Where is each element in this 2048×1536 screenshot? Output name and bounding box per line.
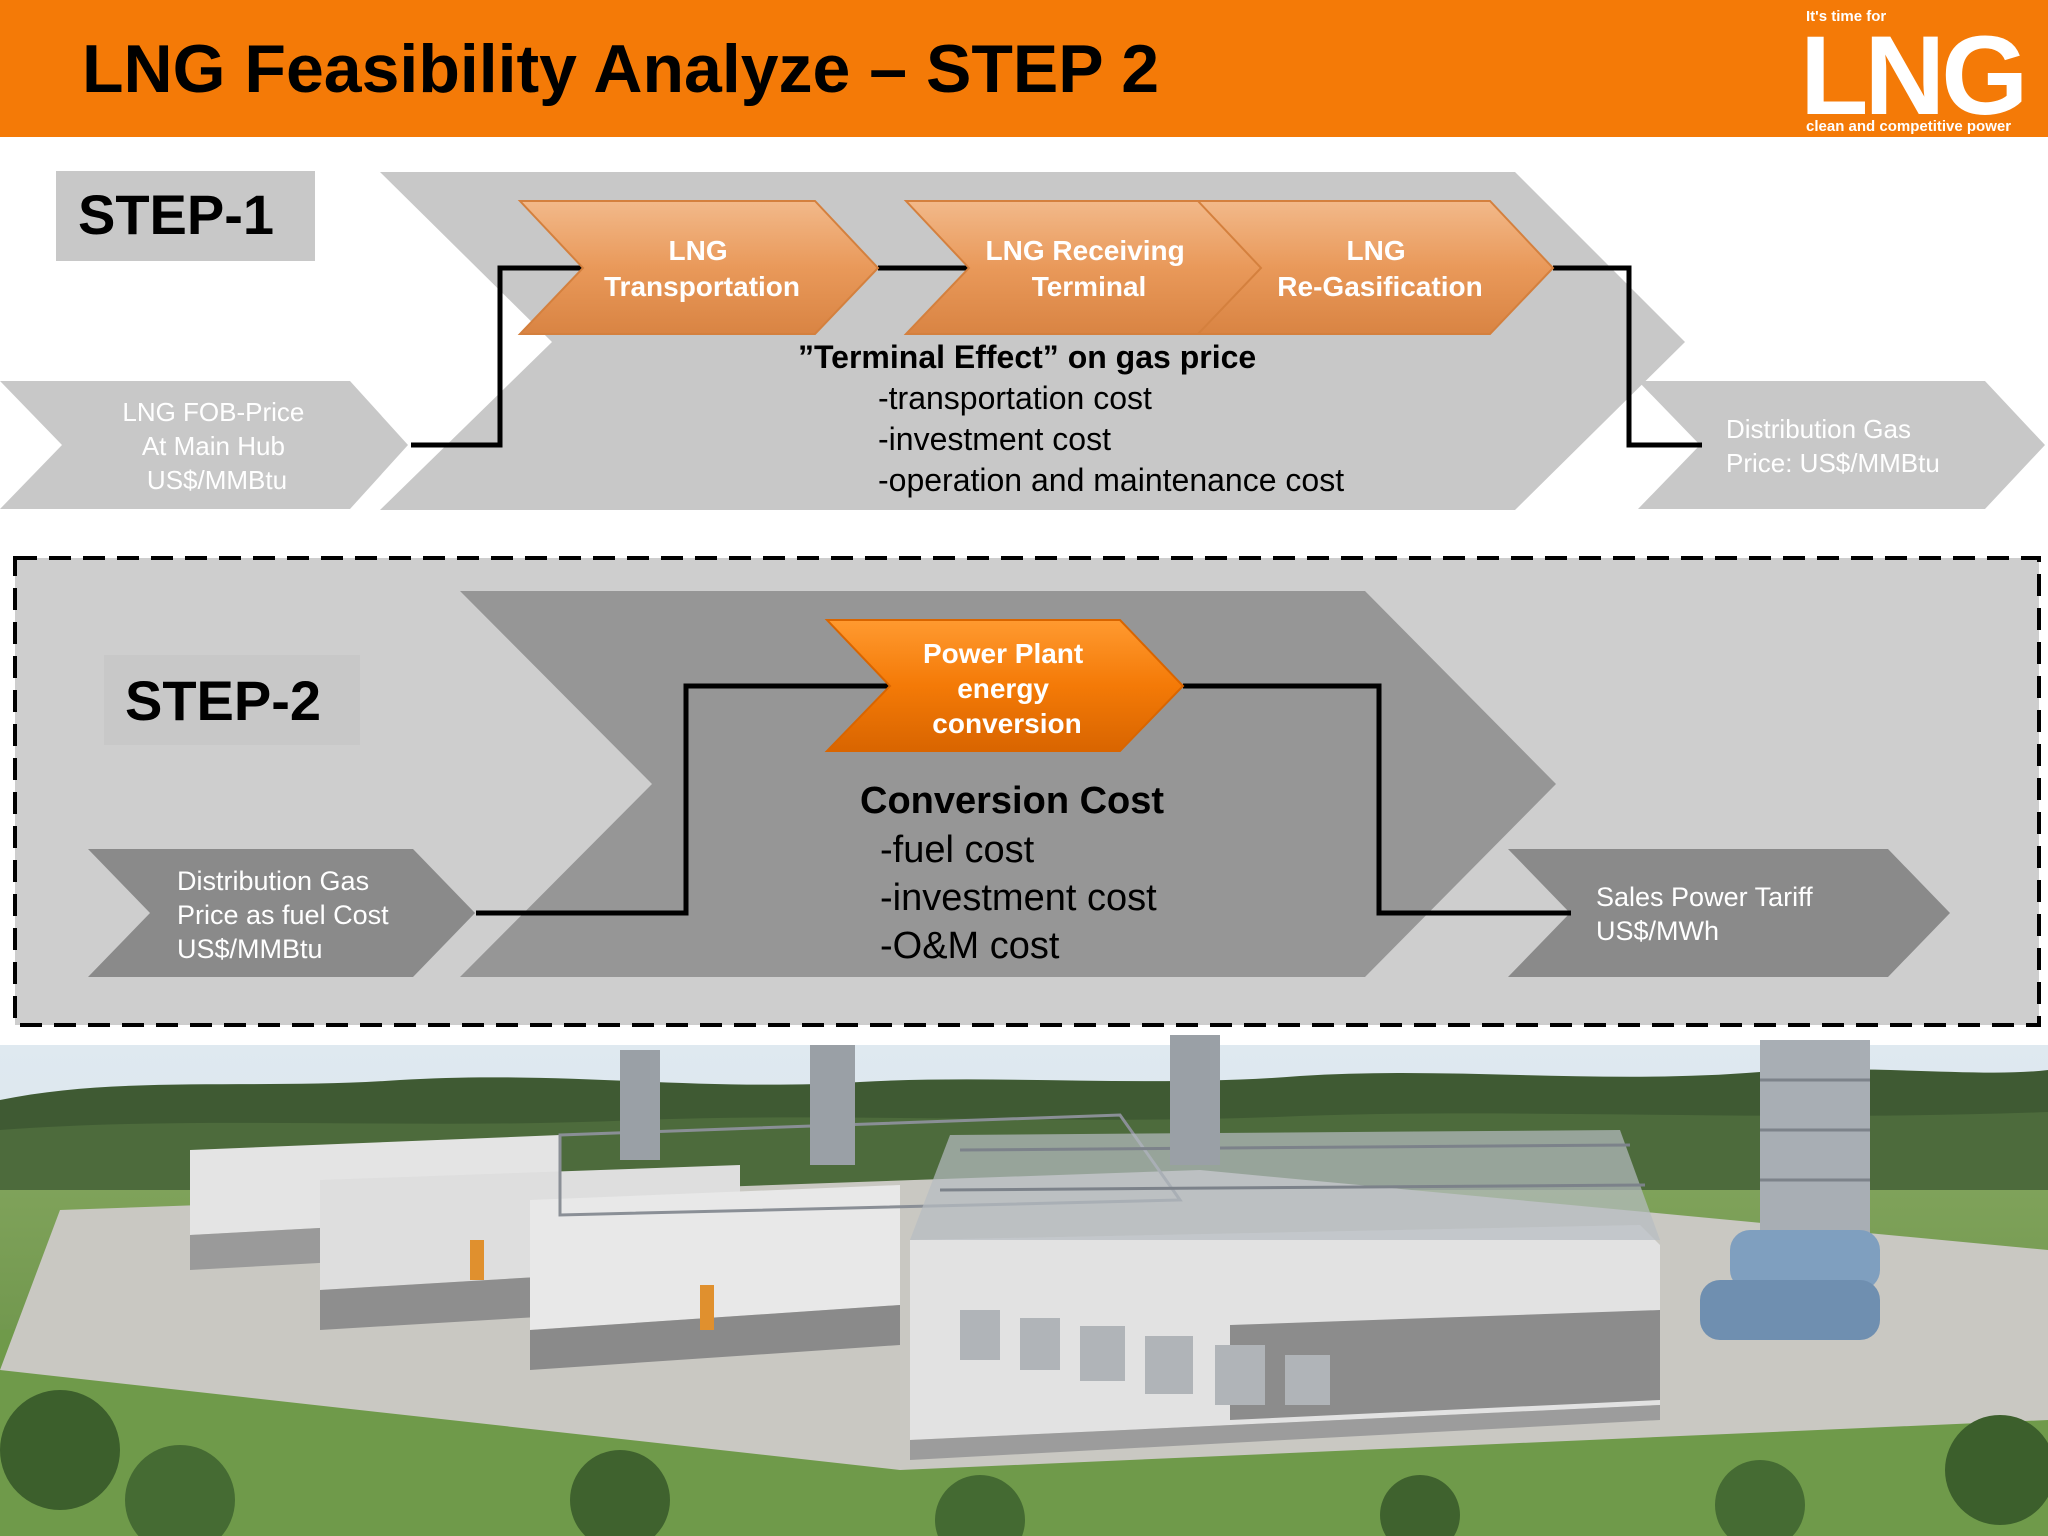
step2-input-line: US$/MMBtu (177, 934, 323, 964)
step1-output-arrow (1638, 381, 2045, 509)
step2-output-text: Sales Power Tariff US$/MWh (1596, 882, 1820, 946)
stage-label-line: conversion (932, 708, 1081, 739)
stage-lng-transportation-text: LNG Transportation (604, 235, 800, 302)
effect-item: -investment cost (878, 421, 1111, 457)
stage-lng-regasification (1195, 200, 1555, 335)
step2-input-line: Distribution Gas (177, 866, 369, 896)
stage-label-line: energy (957, 673, 1049, 704)
step2-input-text: Distribution Gas Price as fuel Cost US$/… (177, 866, 396, 964)
step1-output-line: Price: US$/MMBtu (1726, 448, 1940, 478)
stage-label-line: Transportation (604, 271, 800, 302)
power-plant-image (0, 1035, 2048, 1536)
step1-label-box (56, 171, 315, 261)
step1-output-text: Distribution Gas Price: US$/MMBtu (1726, 414, 1940, 478)
conversion-cost-title: Conversion Cost (860, 780, 1164, 822)
step1-label: STEP-1 (78, 183, 274, 246)
stage-label-line: Re-Gasification (1277, 271, 1482, 302)
stage-label-line: Terminal (1032, 271, 1147, 302)
step1-input-line: At Main Hub (142, 431, 285, 461)
terminal-effect-list: -transportation cost -investment cost -o… (878, 380, 1344, 498)
lng-logo: It's time for LNG clean and competitive … (1800, 6, 2036, 138)
step1-connector-in (411, 265, 590, 448)
stage-lng-regasification-text: LNG Re-Gasification (1277, 235, 1482, 302)
step2-connector-in (476, 683, 895, 916)
stage-power-plant-text: Power Plant energy conversion (923, 638, 1091, 739)
effect-item: -transportation cost (878, 380, 1152, 416)
logo-text: LNG (1800, 13, 2028, 138)
stage-label-line: LNG (669, 235, 728, 266)
header-bar: LNG Feasibility Analyze – STEP 2 It's ti… (0, 0, 2048, 137)
cost-item: -investment cost (880, 877, 1157, 919)
stage-lng-receiving-terminal-text: LNG Receiving Terminal (986, 235, 1193, 302)
stage-lng-transportation (517, 200, 880, 335)
step1-input-line: US$/MMBtu (147, 465, 287, 495)
stage-label-line: Power Plant (923, 638, 1083, 669)
step2-output-line: Sales Power Tariff (1596, 882, 1813, 912)
step2-output-arrow (1508, 849, 1950, 977)
step2-label: STEP-2 (125, 669, 321, 732)
step2-input-arrow (88, 849, 475, 977)
cost-item: -fuel cost (880, 829, 1035, 871)
effect-item: -operation and maintenance cost (878, 462, 1344, 498)
stage-label-line: LNG Receiving (986, 235, 1185, 266)
step2-label-box (104, 655, 360, 745)
terminal-effect-title: ”Terminal Effect” on gas price (798, 339, 1256, 375)
logo-subtitle: clean and competitive power (1806, 118, 2012, 135)
step1-input-line: LNG FOB-Price (122, 397, 304, 427)
slide-title: LNG Feasibility Analyze – STEP 2 (82, 31, 1160, 107)
cost-item: -O&M cost (880, 925, 1060, 967)
step1-connector-out (1553, 265, 1702, 448)
step2-connector-out (1183, 683, 1571, 916)
step2-input-line: Price as fuel Cost (177, 900, 389, 930)
step1-output-line: Distribution Gas (1726, 414, 1911, 444)
conversion-cost-list: -fuel cost -investment cost -O&M cost (880, 829, 1167, 967)
step2-output-line: US$/MWh (1596, 916, 1719, 946)
step1-input-text: LNG FOB-Price At Main Hub US$/MMBtu (122, 397, 311, 495)
stage-power-plant (824, 619, 1185, 752)
stage-label-line: LNG (1347, 235, 1406, 266)
logo-tagline: It's time for (1806, 8, 1887, 25)
step1-input-arrow (0, 381, 408, 509)
